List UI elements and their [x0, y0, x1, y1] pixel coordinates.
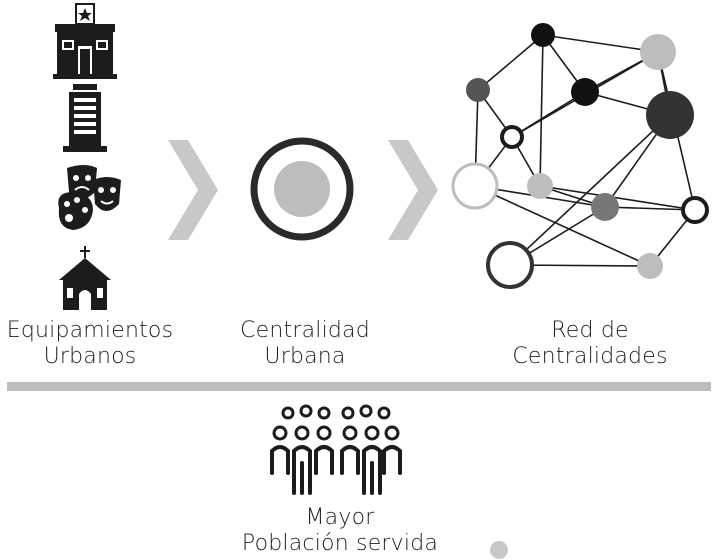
watermark-icon	[490, 541, 508, 559]
label-centralidad: Centralidad Urbana	[240, 318, 370, 369]
label-poblacion: Mayor Población servida	[241, 505, 439, 556]
police-station-icon	[53, 3, 117, 79]
centrality-target-icon	[250, 137, 354, 241]
equipment-icons	[53, 3, 121, 310]
office-building-icon	[63, 84, 107, 152]
arrow-icon-2	[388, 140, 438, 240]
divider-line	[7, 382, 711, 391]
culture-masks-icon	[58, 165, 121, 230]
population-group-icon	[270, 404, 402, 495]
arrow-icon-1	[168, 140, 218, 240]
church-icon	[59, 246, 111, 310]
centrality-network-diagram	[451, 23, 709, 289]
label-equipamientos: Equipamientos Urbanos	[6, 318, 174, 369]
label-red-centralidades: Red de Centralidades	[512, 318, 668, 369]
